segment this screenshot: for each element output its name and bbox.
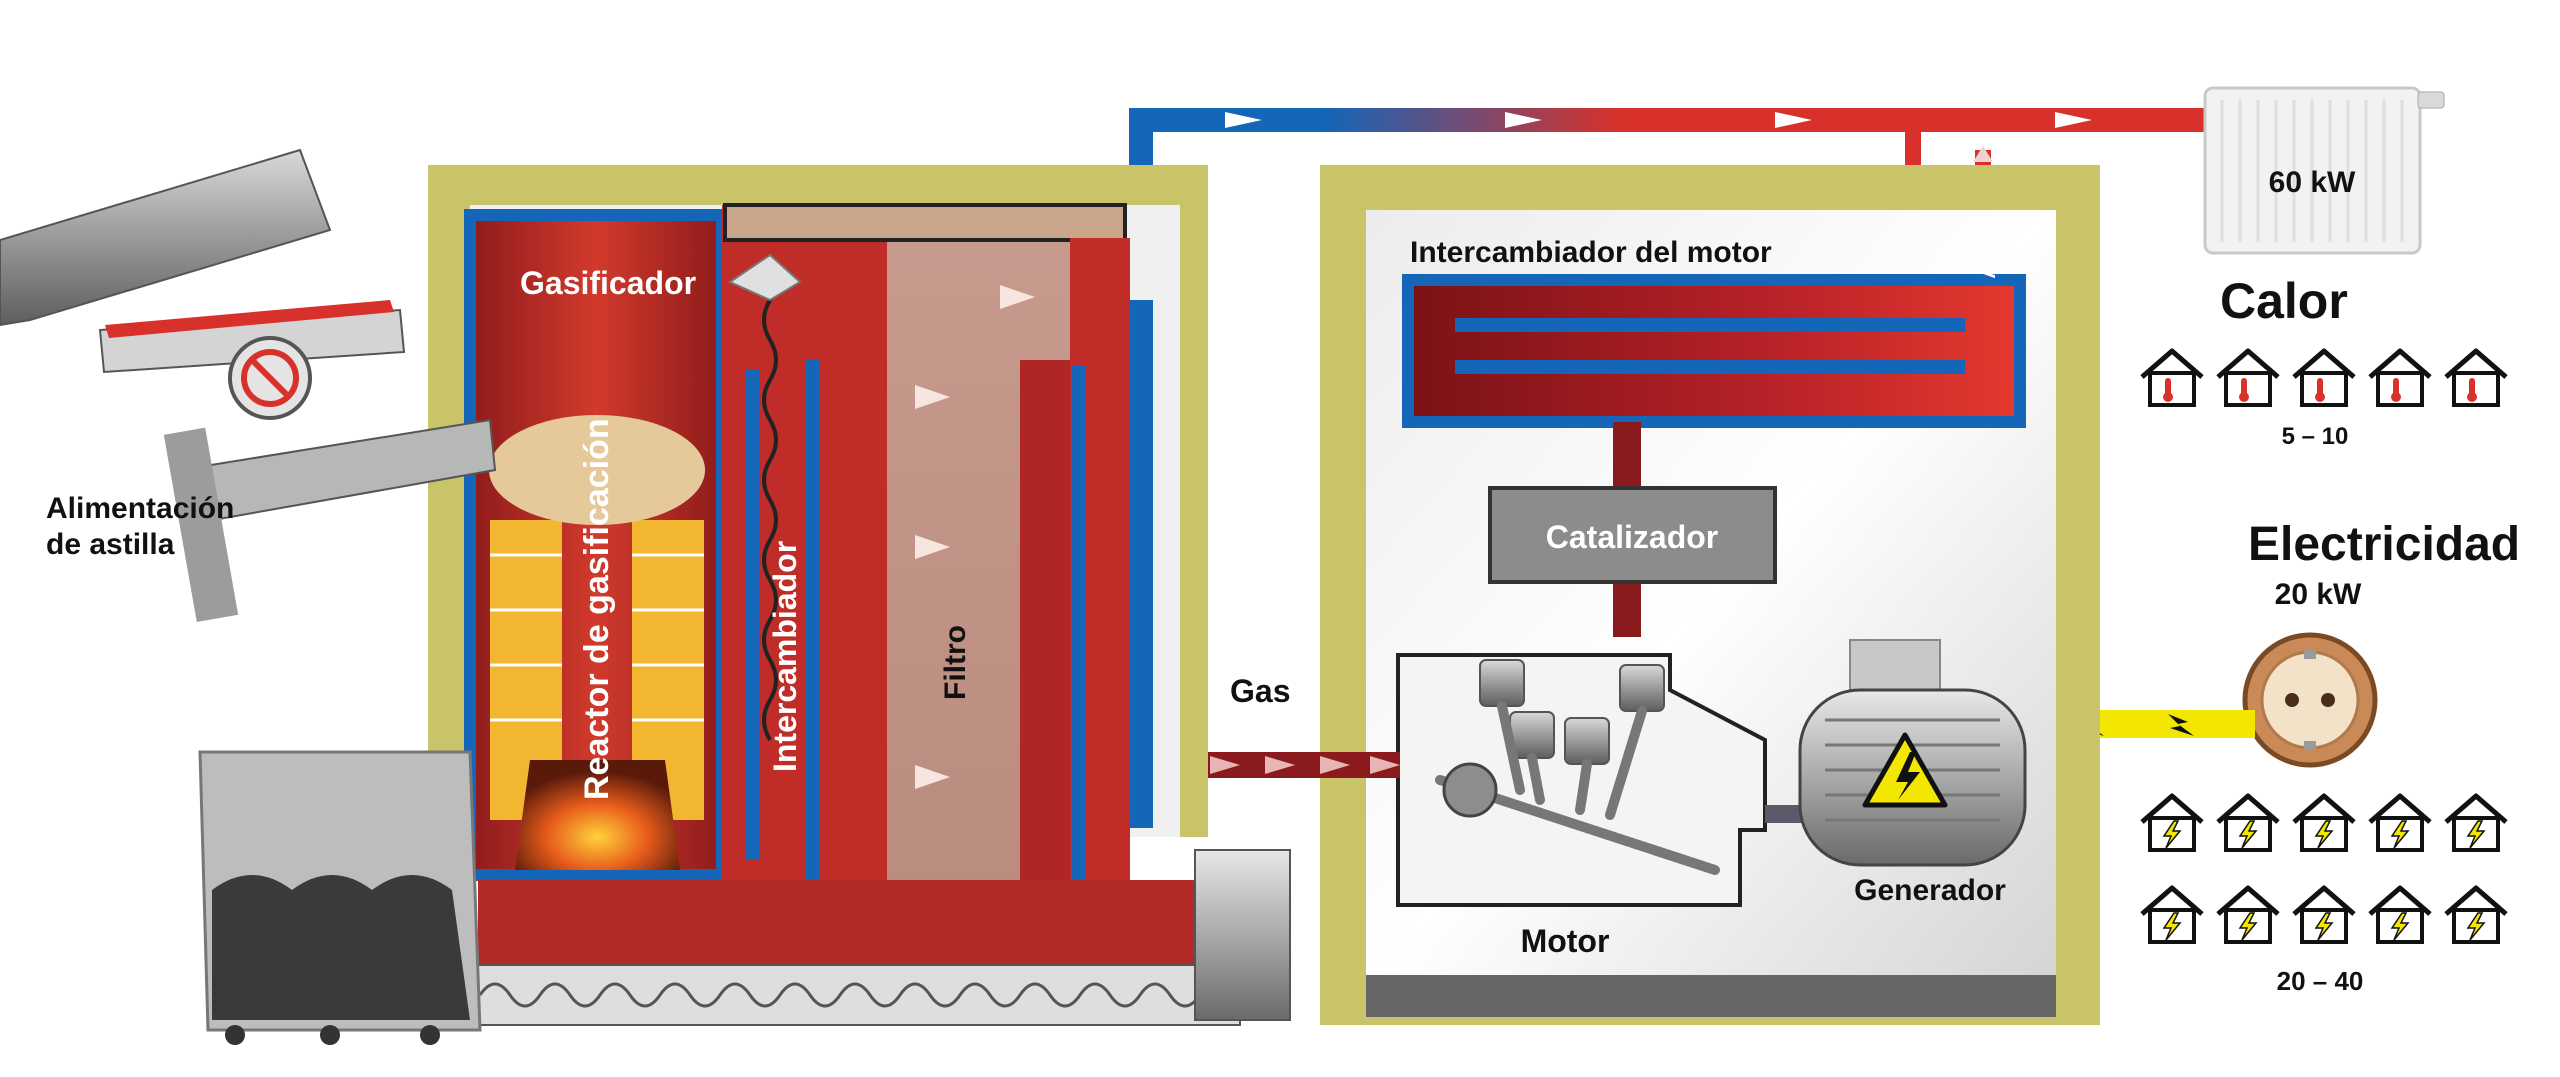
gasifier-cooling-pipe [1129, 300, 1153, 828]
chip-feed-label-line2: de astilla [46, 528, 175, 561]
house-lightning-icon [2444, 885, 2508, 944]
chip-feed-label-line1: Alimentación [46, 492, 234, 525]
house-lightning-icon [2140, 793, 2204, 852]
gas-label: Gas [1230, 673, 1290, 709]
house-thermometer-icon [2140, 348, 2204, 407]
power-socket-icon [2242, 632, 2378, 768]
house-thermometer-icon [2216, 348, 2280, 407]
supply-pipe [1129, 108, 2219, 132]
generator [1798, 639, 2027, 867]
heat-houses-range: 5 – 10 [2282, 423, 2349, 450]
house-thermometer-icon [2444, 348, 2508, 407]
radiator: 60 kW [2203, 86, 2445, 255]
ash-container [198, 750, 482, 1045]
chip-feeder [0, 148, 497, 623]
power-houses-range: 20 – 40 [2277, 966, 2364, 996]
house-lightning-icon [2368, 885, 2432, 944]
fire [515, 760, 680, 870]
heat-power-label: 60 kW [2269, 166, 2356, 199]
crankshaft-icon [1435, 701, 1720, 875]
auger-screw [478, 982, 1232, 1008]
power-house-icons [2140, 793, 2508, 944]
house-lightning-icon [2292, 793, 2356, 852]
house-thermometer-icon [2292, 348, 2356, 407]
engine-label: Motor [1521, 923, 1610, 959]
heat-house-icons [2140, 348, 2508, 407]
heat-title: Calor [2220, 273, 2348, 329]
engine-heat-exchanger [1402, 274, 2026, 428]
heat-exchanger [722, 205, 887, 965]
engine [1396, 653, 1767, 907]
wood-chips [489, 415, 705, 525]
electricity-title: Electricidad [2248, 518, 2520, 571]
gasifier-label: Gasificador [520, 265, 696, 301]
auger-motor [1194, 849, 1291, 1021]
filter [723, 203, 1130, 968]
house-lightning-icon [2292, 885, 2356, 944]
reactor-label: Reactor de gasificación [578, 418, 616, 800]
catalyst: Catalizador [1488, 486, 1777, 584]
bottom-auger [469, 849, 1291, 1026]
house-lightning-icon [2444, 793, 2508, 852]
electric-hazard-icon [1862, 732, 1948, 808]
exhaust-arrow [1973, 146, 1993, 162]
house-thermometer-icon [2368, 348, 2432, 407]
house-lightning-icon [2140, 885, 2204, 944]
engine-exchanger-label: Intercambiador del motor [1410, 236, 1772, 269]
exhaust-label: Abgas [1978, 217, 2000, 278]
generator-label: Generador [1854, 874, 2006, 907]
electricity-power-label: 20 kW [2275, 578, 2362, 611]
gasification-reactor [464, 209, 728, 881]
flow-arrows [1225, 112, 2092, 128]
house-lightning-icon [2216, 793, 2280, 852]
house-lightning-icon [2368, 793, 2432, 852]
drive-shaft [1765, 805, 1805, 823]
piston-icons [1479, 659, 1665, 765]
catalyst-label: Catalizador [1546, 519, 1718, 555]
lightning-icon [2168, 714, 2194, 736]
house-lightning-icon [2216, 885, 2280, 944]
cleaning-tool [727, 253, 802, 302]
filter-label: Filtro [939, 625, 972, 700]
heat-exchanger-label: Intercambiador [767, 541, 803, 772]
